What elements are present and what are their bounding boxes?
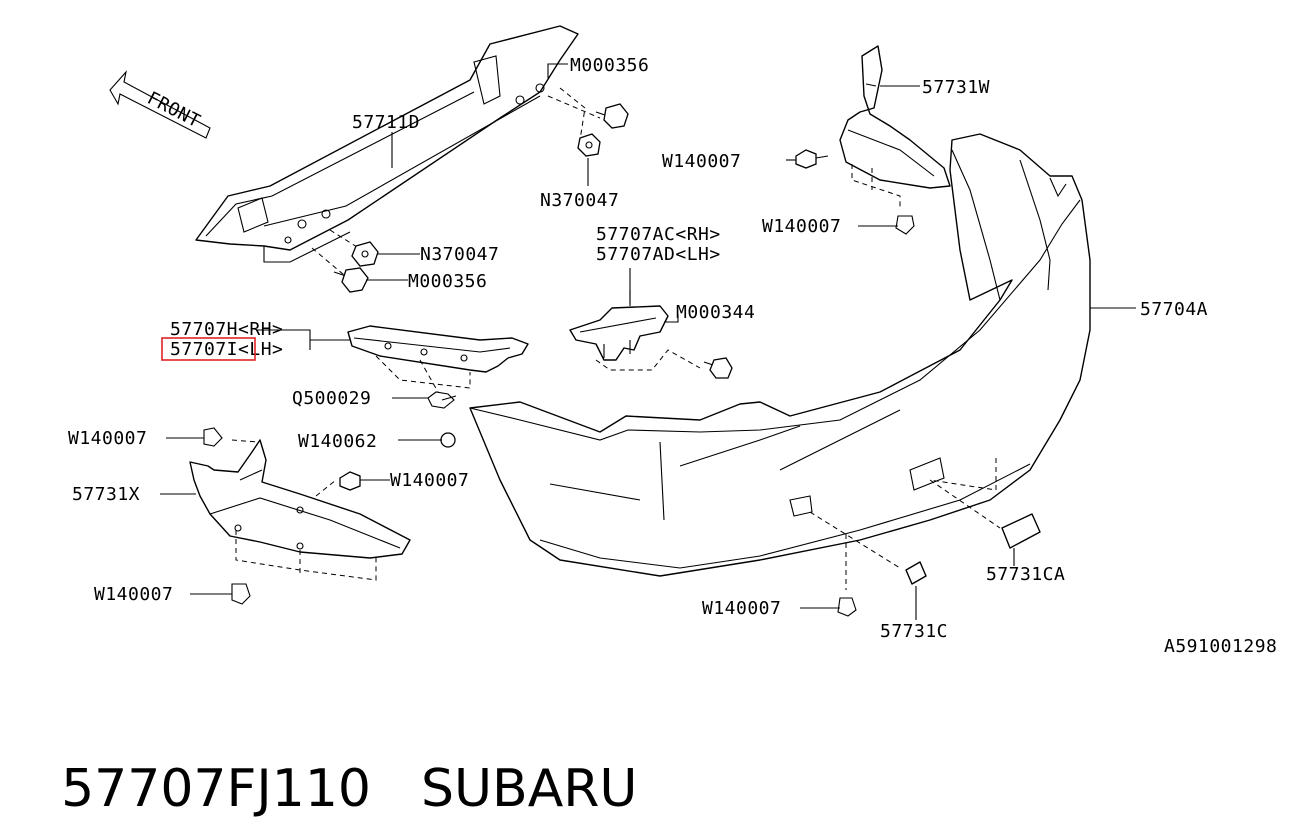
cover-57731ca — [929, 458, 1041, 549]
nut-n370047-mid — [351, 241, 379, 267]
nut-n370047-top — [577, 133, 601, 157]
label-57707ac: 57707AC<RH> — [596, 224, 721, 245]
cover-57731c — [809, 511, 927, 590]
label-m000356-top: M000356 — [570, 55, 649, 76]
label-q500029: Q500029 — [292, 388, 371, 409]
label-57711d: 57711D — [352, 112, 420, 133]
mud-guard-57731w — [839, 45, 951, 210]
clip-w140007-left — [203, 427, 223, 447]
label-57731c: 57731C — [880, 621, 948, 642]
front-label: FRONT — [144, 88, 204, 132]
front-arrow: FRONT — [109, 70, 211, 139]
bolt-m000356-mid — [333, 267, 369, 293]
side-bracket-57707h — [347, 325, 529, 393]
rear-reinforcement-beam — [195, 25, 579, 263]
label-57707ad: 57707AD<LH> — [596, 244, 721, 265]
label-57731ca: 57731CA — [986, 564, 1065, 585]
label-57704a: 57704A — [1140, 299, 1208, 320]
label-n370047-mid: N370047 — [420, 244, 499, 265]
bolt-m000344 — [703, 357, 733, 379]
label-57707h: 57707H<RH> — [170, 319, 283, 340]
part-number: 57707FJ110 — [61, 759, 371, 819]
bolt-m000356-top — [595, 103, 629, 129]
clip-w140007-bottom — [837, 597, 857, 617]
brand-name: SUBARU — [420, 759, 638, 819]
beam-fasteners — [311, 87, 629, 293]
clip-w140007-bottomleft — [231, 583, 251, 605]
label-w140007-left: W140007 — [68, 428, 147, 449]
rear-bumper-face — [469, 133, 1091, 577]
label-w140007-midleft: W140007 — [390, 470, 469, 491]
label-57707i: 57707I<LH> — [170, 339, 283, 360]
label-w140007-bottom: W140007 — [702, 598, 781, 619]
clip-w140062 — [440, 432, 456, 448]
parts-diagram: FRONT — [68, 25, 1277, 657]
highlight-box — [161, 337, 256, 361]
diagram-ref-code: A591001298 — [1164, 636, 1277, 657]
label-w140007-topright: W140007 — [662, 151, 741, 172]
clip-w140007-right — [895, 215, 915, 235]
label-57731x: 57731X — [72, 484, 140, 505]
label-w140062: W140062 — [298, 431, 377, 452]
leader-lines — [160, 63, 1136, 620]
label-m000344: M000344 — [676, 302, 755, 323]
clip-q500029 — [427, 391, 457, 409]
clip-w140007-topright — [795, 149, 829, 169]
clip-w140007-midleft — [339, 471, 361, 491]
mud-guard-57731x — [189, 439, 411, 581]
caption: 57707FJ110 SUBARU — [28, 684, 637, 819]
label-m000356-mid: M000356 — [408, 271, 487, 292]
label-w140007-bottomleft: W140007 — [94, 584, 173, 605]
label-n370047-top: N370047 — [540, 190, 619, 211]
label-w140007-right: W140007 — [762, 216, 841, 237]
label-57731w: 57731W — [922, 77, 990, 98]
